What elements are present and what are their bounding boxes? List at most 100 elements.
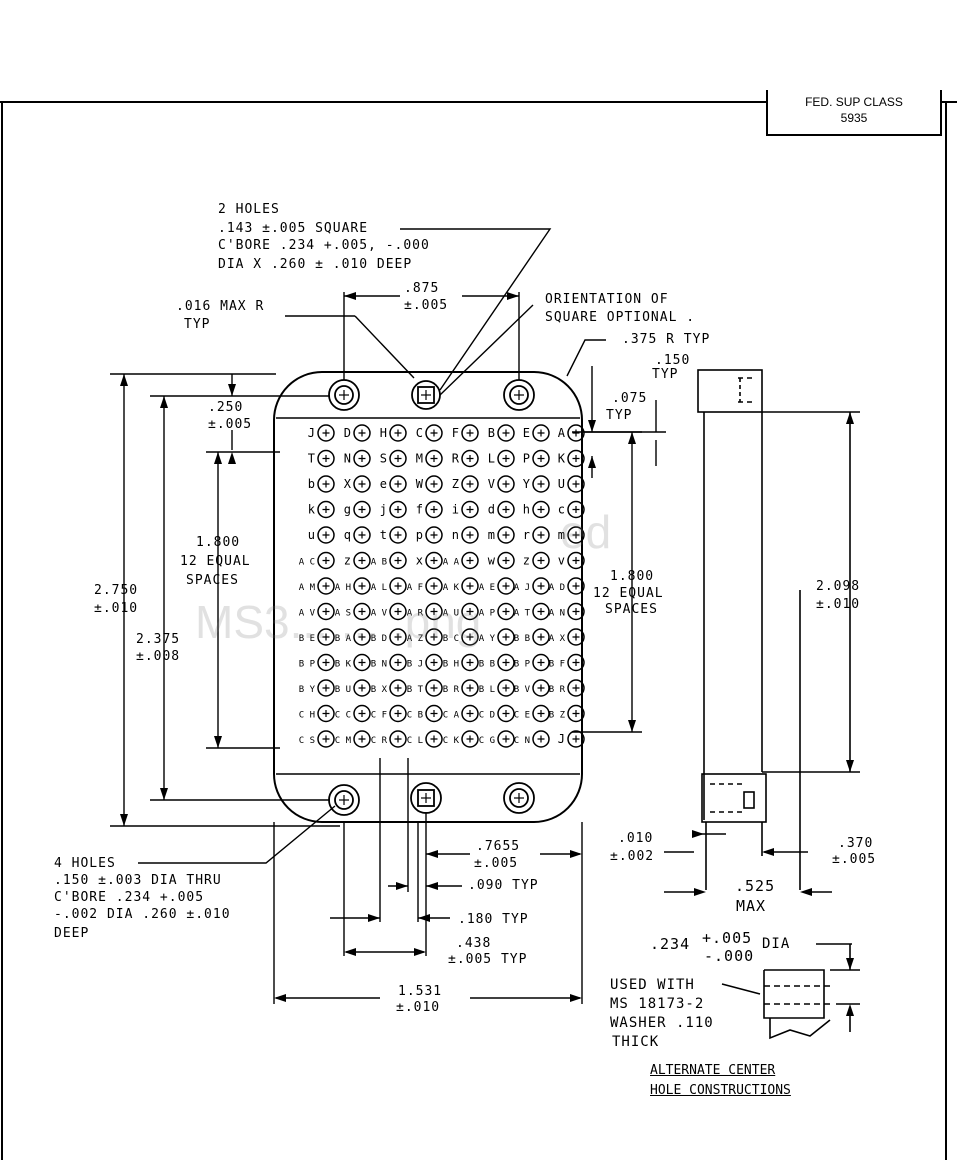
dimension-lines [110, 228, 666, 1004]
contact-label: A Z [407, 634, 424, 644]
contact-label: C B [407, 711, 423, 721]
mount-hole-bottom-right [503, 782, 535, 814]
contact-1-10 [353, 679, 371, 697]
contact-cross [537, 633, 545, 641]
contact-cross [466, 531, 474, 539]
contact-cross [537, 710, 545, 717]
contact-cross [394, 582, 402, 590]
max-r-note-2: TYP [184, 317, 211, 332]
contact-cross [466, 480, 474, 488]
contact-cross [358, 480, 366, 488]
dim-090: .090 TYP [468, 878, 539, 893]
contact-label: Y [523, 477, 531, 491]
contact-0-11 [317, 704, 335, 723]
contact-cross [502, 506, 510, 513]
contact-cross [322, 480, 330, 488]
contact-cross [322, 455, 330, 462]
contact-5-5 [497, 551, 515, 570]
contact-2-1 [389, 449, 407, 468]
contact-label: B P [299, 660, 316, 670]
contact-cross [502, 684, 510, 692]
contact-6-11 [532, 704, 550, 723]
contact-label: C N [514, 736, 530, 746]
contact-cross [572, 480, 580, 488]
dim-370-a: .370 [838, 836, 874, 851]
contact-label: i [452, 503, 459, 517]
contact-label: A P [479, 609, 496, 619]
contact-5-1 [497, 449, 515, 468]
dim-234-a: .234 [650, 935, 691, 953]
contact-label: A V [371, 609, 388, 619]
contact-cross [572, 735, 580, 743]
contact-3-11 [425, 704, 443, 723]
contact-1-3 [353, 500, 371, 519]
contact-cross [394, 455, 402, 462]
contact-label: A X [549, 634, 566, 644]
contact-label: B B [514, 634, 530, 644]
contact-cross [394, 633, 402, 641]
contact-4-11 [461, 704, 479, 723]
contact-label: B U [335, 685, 351, 695]
contact-cross [430, 480, 438, 488]
contact-cross [502, 608, 510, 615]
round-holes-note-3: C'BORE .234 +.005 [54, 890, 205, 905]
contact-cross [358, 608, 366, 615]
contact-cross [394, 557, 402, 564]
dim-7655-b: ±.005 [474, 856, 519, 871]
alternate-title-1: ALTERNATE CENTER [650, 1063, 776, 1078]
contact-label: C D [479, 711, 495, 721]
dim-180: .180 TYP [458, 912, 529, 927]
contact-label: f [416, 503, 423, 517]
contact-3-0 [425, 424, 443, 442]
contact-cross [322, 557, 330, 564]
dim-525-a: .525 [735, 877, 776, 895]
round-holes-note-2: .150 ±.003 DIA THRU [54, 873, 222, 888]
contact-label: A C [299, 558, 315, 568]
corner-radius-note: .375 R TYP [622, 332, 711, 347]
used-with-note-4: THICK [612, 1034, 660, 1050]
contact-cross [466, 659, 474, 666]
contact-label: B C [443, 634, 459, 644]
contact-label: H [380, 426, 387, 440]
contact-label: A [558, 426, 566, 440]
contact-label: U [558, 477, 565, 491]
dim-234-d: DIA [762, 936, 791, 952]
contact-5-0 [497, 424, 515, 442]
contact-label: D [344, 426, 351, 440]
contact-3-6 [425, 577, 443, 595]
watermark-line2: MS3... ... .png [195, 596, 482, 648]
contact-label: B X [371, 685, 388, 695]
contact-cross [466, 608, 474, 615]
contact-cross [466, 735, 474, 743]
contact-cross [537, 659, 545, 666]
contact-label: b [308, 477, 315, 491]
contact-7-10 [567, 679, 585, 697]
contact-6-6 [532, 577, 550, 595]
contact-label: W [416, 477, 424, 491]
contact-cross [322, 659, 330, 666]
contact-cross [572, 455, 580, 462]
contact-cross [358, 659, 366, 666]
contact-cross [502, 710, 510, 717]
contact-label: A R [407, 609, 424, 619]
contact-label: v [558, 554, 565, 568]
contact-label: C H [299, 711, 315, 721]
contact-label: P [523, 452, 530, 466]
contact-label: A A [443, 558, 460, 568]
contact-6-1 [532, 449, 550, 468]
contact-label: d [488, 503, 495, 517]
contact-label: A B [371, 558, 387, 568]
contact-label: C M [335, 736, 352, 746]
contact-6-10 [532, 679, 550, 697]
contact-5-9 [497, 653, 515, 672]
dim-2098-a: 2.098 [816, 579, 861, 594]
contact-label: p [416, 528, 423, 542]
contact-cross [502, 429, 510, 437]
contact-2-4 [389, 526, 407, 544]
contact-4-8 [461, 628, 479, 646]
contact-cross [466, 684, 474, 692]
fed-sup-class-value: 5935 [840, 111, 868, 125]
contact-cross [358, 710, 366, 717]
contact-cross [502, 480, 510, 488]
contact-5-3 [497, 500, 515, 519]
